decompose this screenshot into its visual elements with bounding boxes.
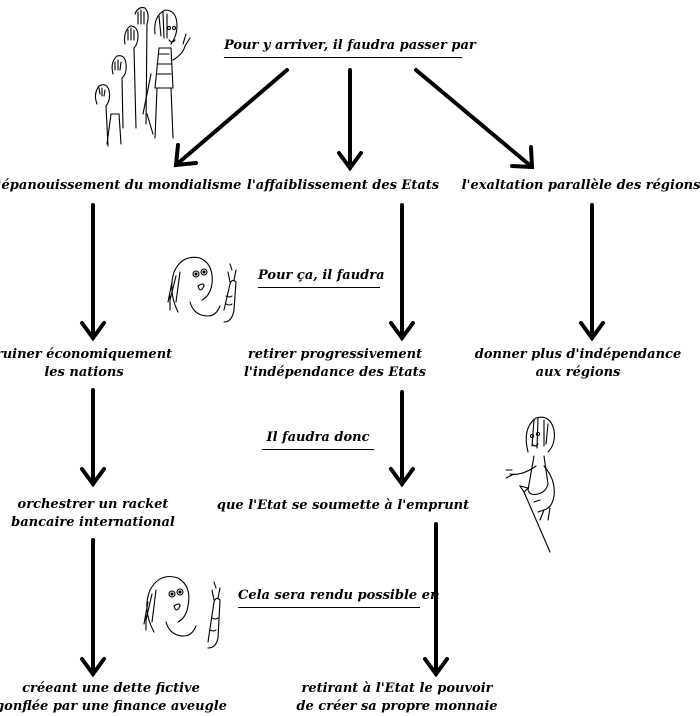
arrowhead-col3-a [579,321,605,342]
header-connector: Pour y arriver, il faudra passer par [224,38,476,58]
col3-step1-line2: aux régions [535,365,621,380]
col1-step2-line1: orchestrer un racket [17,497,169,512]
pointing-figure-with-stick-sketch [505,416,555,553]
col2-step1: retirer progressivement l'indépendance d… [244,346,426,382]
col1-step1-line1: ruiner économiquement [0,347,173,362]
col1-step1: ruiner économiquement les nations [0,346,172,382]
connector-pour-ca: Pour ça, il faudra [258,268,385,288]
col3-step1: donner plus d'indépendance aux régions [475,346,681,382]
col1-step3: créeant une dette fictive gonflée par un… [0,680,227,716]
connector-cela-sera: Cela sera rendu possible en [238,588,439,608]
arrowhead-header-to-etats [337,151,363,172]
heading-regions-text: l'exaltation parallèle des régions [461,178,700,193]
arrowhead-col2-a [389,321,415,342]
col1-step3-line1: créeant une dette fictive [22,681,200,696]
heading-mondialisme: l'épanouissement du mondialisme [0,177,241,195]
col1-step2-line2: bancaire international [11,515,175,530]
col2-step3: retirant à l'Etat le pouvoir de créer sa… [296,680,497,716]
col3-step1-line1: donner plus d'indépendance [474,347,682,362]
arrowhead-col1-c [80,657,106,678]
connector-il-faudra-donc-text: Il faudra donc [266,430,370,445]
heading-regions: l'exaltation parallèle des régions [462,177,700,195]
heading-etats: l'affaiblissement des Etats [247,177,439,195]
arrowhead-col1-a [80,321,106,342]
crowd-sketch-illustration [94,7,191,147]
connector-il-faudra-donc: Il faudra donc [262,430,374,450]
col2-step3-line2: de créer sa propre monnaie [296,699,498,714]
col2-step2-line1: que l'Etat se soumette à l'emprunt [216,498,470,513]
connector-cela-sera-text: Cela sera rendu possible en [238,588,440,603]
arrowhead-header-to-mondialisme [173,143,198,168]
col2-step1-line1: retirer progressivement [247,347,423,362]
header-connector-text: Pour y arriver, il faudra passer par [224,38,476,53]
arrow-header-to-regions [414,68,534,169]
pointing-figure-sketch-2 [143,575,221,649]
pointing-figure-sketch-1 [167,256,237,323]
col2-step2: que l'Etat se soumette à l'emprunt [217,497,469,515]
col2-step3-line1: retirant à l'Etat le pouvoir [301,681,493,696]
arrow-header-to-mondialisme [174,68,289,167]
col2-step1-line2: l'indépendance des Etats [243,365,427,380]
arrowhead-col2-c [423,657,449,678]
connector-pour-ca-text: Pour ça, il faudra [258,268,385,283]
arrowhead-col2-b [389,467,415,488]
col1-step2: orchestrer un racket bancaire internatio… [11,496,175,532]
arrowhead-col1-b [80,467,106,488]
col1-step3-line2: gonflée par une finance aveugle [0,699,227,714]
arrowhead-header-to-regions [510,145,535,170]
col1-step1-line2: les nations [44,365,124,380]
heading-etats-text: l'affaiblissement des Etats [246,178,440,193]
heading-mondialisme-text: l'épanouissement du mondialisme [0,178,242,193]
